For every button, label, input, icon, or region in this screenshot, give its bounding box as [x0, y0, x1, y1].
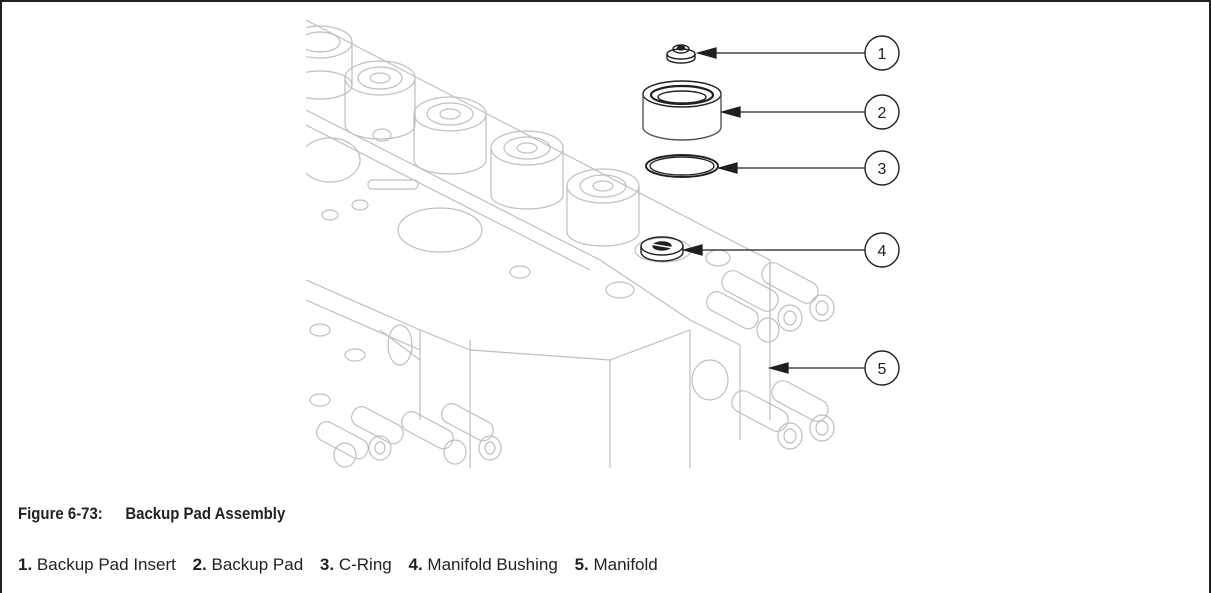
manifold-bushing-part — [640, 236, 684, 262]
legend-item: 5. Manifold — [574, 555, 658, 574]
backup-pad-part — [642, 80, 722, 141]
figure-title: Backup Pad Assembly — [125, 504, 286, 523]
legend-item: 3. C-Ring — [319, 555, 392, 574]
manifold-drawing — [306, 19, 835, 468]
legend-item: 4. Manifold Bushing — [408, 555, 558, 574]
c-ring-part — [645, 154, 719, 178]
svg-text:1: 1 — [878, 46, 887, 63]
figure-number: Figure 6-73: — [18, 504, 103, 523]
svg-text:2: 2 — [878, 105, 887, 122]
figure-caption: Figure 6-73: Backup Pad Assembly — [18, 504, 285, 524]
callout-4: 4 — [864, 232, 900, 268]
callout-5: 5 — [864, 350, 900, 386]
backup-pad-insert-part — [666, 44, 696, 64]
callout-2: 2 — [864, 94, 900, 130]
callout-1: 1 — [864, 35, 900, 71]
callout-leaders — [681, 47, 865, 374]
parts-legend: 1. Backup Pad Insert 2. Backup Pad 3. C-… — [18, 555, 670, 575]
svg-text:4: 4 — [878, 243, 887, 260]
legend-item: 1. Backup Pad Insert — [18, 555, 176, 574]
manifold-assembly-illustration: 1 2 3 4 5 — [306, 19, 900, 468]
svg-text:3: 3 — [878, 161, 887, 178]
legend-item: 2. Backup Pad — [192, 555, 304, 574]
callout-3: 3 — [864, 150, 900, 186]
svg-text:5: 5 — [878, 361, 887, 378]
